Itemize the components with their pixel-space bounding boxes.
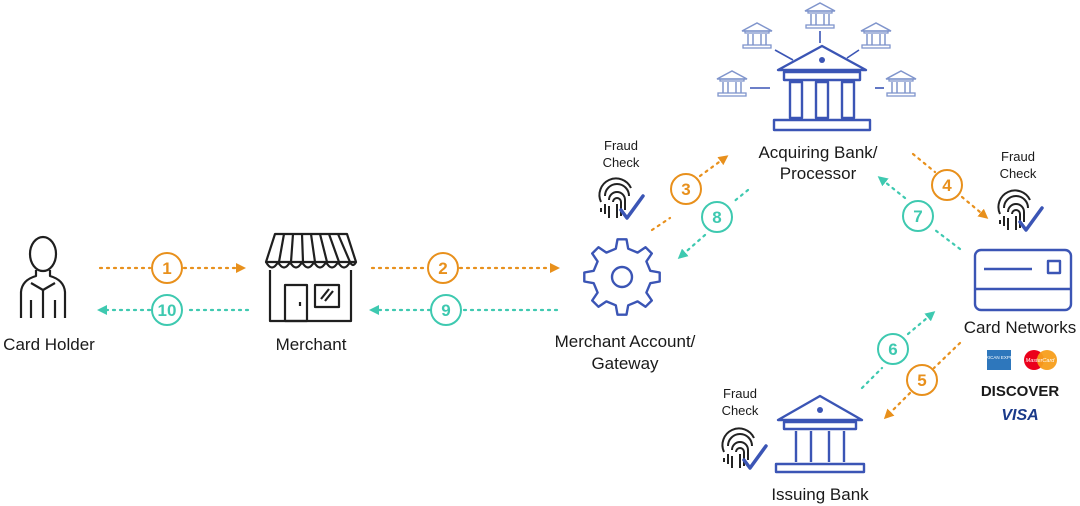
- gateway-gear-icon: [583, 238, 661, 316]
- step-10-badge: 10: [151, 294, 183, 326]
- fraud-check-label-issuer-line1: Fraud: [723, 386, 757, 401]
- visa-logo: VISA: [1001, 407, 1038, 424]
- fraud-check-label-network-line1: Fraud: [1001, 149, 1035, 164]
- fraud-check-label-gateway-line2: Check: [603, 155, 640, 170]
- step-2-badge: 2: [427, 252, 459, 284]
- discover-logo: DISCOVER: [981, 383, 1060, 400]
- svg-text:2: 2: [438, 259, 447, 278]
- step-4-badge: 4: [931, 169, 963, 201]
- svg-text:AMERICAN EXPRESS: AMERICAN EXPRESS: [976, 355, 1022, 360]
- issuing-bank-icon: [774, 394, 866, 474]
- amex-logo: AMERICAN EXPRESS: [976, 350, 1022, 370]
- fingerprint-check-icon: [720, 426, 768, 470]
- svg-text:4: 4: [942, 176, 952, 195]
- fraud-check-label-gateway-line1: Fraud: [604, 138, 638, 153]
- acquiring-bank-icon: [772, 44, 872, 132]
- svg-text:MasterCard: MasterCard: [1026, 358, 1056, 364]
- step-3-badge: 3: [670, 173, 702, 205]
- correspondent-bank-icons: [716, 2, 917, 97]
- gateway-label-line2: Gateway: [591, 354, 659, 373]
- merchant-label: Merchant: [276, 335, 347, 354]
- gateway-label-line1: Merchant Account/: [555, 332, 696, 351]
- svg-text:10: 10: [158, 301, 177, 320]
- mastercard-logo: MasterCard: [1024, 350, 1057, 370]
- svg-text:1: 1: [162, 259, 171, 278]
- step-6-badge: 6: [877, 333, 909, 365]
- step-7-badge: 7: [902, 200, 934, 232]
- acquirer-label-line1: Acquiring Bank/: [758, 143, 877, 162]
- svg-text:7: 7: [913, 207, 922, 226]
- svg-text:3: 3: [681, 180, 690, 199]
- card-holder-label: Card Holder: [3, 335, 95, 354]
- fingerprint-check-icon: [996, 188, 1044, 232]
- fraud-check-label-network-line2: Check: [1000, 166, 1037, 181]
- step-1-badge: 1: [151, 252, 183, 284]
- issuing-bank-label: Issuing Bank: [771, 485, 869, 504]
- step-8-badge: 8: [701, 201, 733, 233]
- fraud-check-label-issuer-line2: Check: [722, 403, 759, 418]
- merchant-store-icon: [264, 232, 358, 323]
- svg-text:8: 8: [712, 208, 721, 227]
- svg-text:6: 6: [888, 340, 897, 359]
- step-9-badge: 9: [430, 294, 462, 326]
- acquirer-label-line2: Processor: [780, 164, 857, 183]
- card-holder-icon: [19, 235, 67, 318]
- step-5-badge: 5: [906, 364, 938, 396]
- fingerprint-check-icon: [597, 176, 645, 220]
- svg-text:5: 5: [917, 371, 926, 390]
- card-networks-label: Card Networks: [964, 318, 1076, 337]
- svg-text:9: 9: [441, 301, 450, 320]
- credit-card-icon: [973, 248, 1073, 312]
